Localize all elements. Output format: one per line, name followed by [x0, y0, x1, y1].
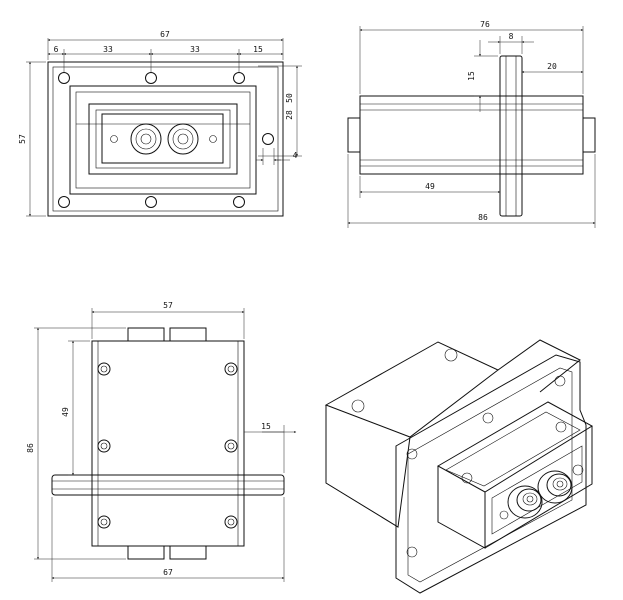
dim-front-height: 57 — [18, 134, 27, 144]
side-view: 76 8 15 20 49 86 — [347, 20, 596, 228]
dim-front-left-offset: 6 — [54, 45, 59, 54]
connector-port-right — [167, 123, 199, 155]
iso-connector-port-right — [537, 470, 573, 504]
mounting-holes — [58, 72, 274, 208]
side-body — [359, 95, 584, 175]
dim-top-width: 57 — [163, 301, 173, 310]
dim-side-protrusion: 20 — [547, 62, 557, 71]
top-flange-bar — [51, 474, 285, 496]
dim-front-overall-width: 67 — [160, 30, 170, 39]
dim-front-right-offset: 15 — [253, 45, 263, 54]
side-flange — [499, 55, 523, 217]
connector-block — [101, 113, 224, 164]
top-body — [91, 340, 245, 547]
dim-top-bottom-width: 67 — [163, 568, 173, 577]
iso-connector-port-left — [507, 485, 543, 519]
connector-port-left — [130, 123, 162, 155]
dim-front-inner-b: 50 — [285, 93, 294, 103]
top-screws — [97, 362, 238, 529]
dim-front-pitch-a: 33 — [103, 45, 113, 54]
dim-top-height: 86 — [26, 443, 35, 453]
dim-side-step: 15 — [467, 71, 476, 81]
dim-front-pitch-b: 33 — [190, 45, 200, 54]
dim-top-offset: 15 — [261, 422, 271, 431]
dim-front-edge: 4 — [293, 151, 298, 160]
front-view: 67 6 33 33 15 57 28 50 4 — [18, 30, 302, 217]
dim-side-flange-thickness: 8 — [509, 32, 514, 41]
dim-side-body-length: 49 — [425, 182, 435, 191]
dim-front-inner-a: 28 — [285, 110, 294, 120]
front-flange-outline — [47, 61, 284, 217]
isometric-view — [324, 339, 593, 594]
dim-side-overall-top: 76 — [480, 20, 490, 29]
dim-side-overall-bottom: 86 — [478, 213, 488, 222]
dim-top-hole-span: 49 — [61, 407, 70, 417]
top-view: 57 49 86 15 67 — [26, 301, 297, 582]
iso-flange — [395, 354, 587, 594]
